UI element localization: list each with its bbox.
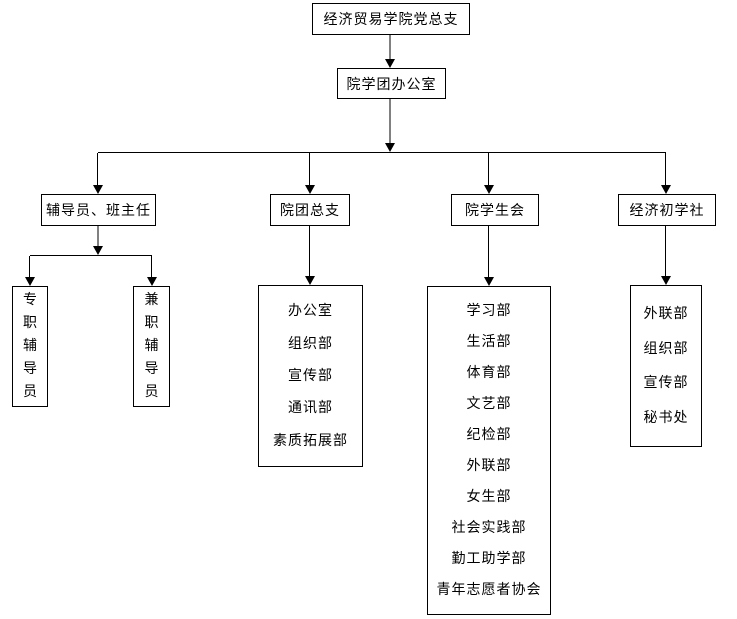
connector-drop-counselor [97, 153, 98, 185]
list-item: 体育部 [466, 365, 512, 381]
leaf-box-fulltime-counselor: 专职辅导员 [12, 286, 48, 407]
connector-counselor-rail [30, 255, 152, 256]
list-item: 生活部 [466, 334, 512, 350]
league-department-list: 办公室 组织部 宣传部 通讯部 素质拓展部 [258, 285, 363, 467]
list-item: 宣传部 [288, 367, 333, 384]
connector-union-list [488, 226, 489, 277]
connector-root-office-line [389, 35, 391, 59]
union-department-list: 学习部 生活部 体育部 文艺部 纪检部 外联部 女生部 社会实践部 勤工助学部 … [427, 286, 551, 615]
root-box: 经济贸易学院党总支 [312, 3, 470, 35]
branch-box-counselor: 辅导员、班主任 [41, 194, 156, 226]
connector-drop-fulltime [29, 256, 30, 277]
list-item: 通讯部 [288, 400, 333, 417]
arrow-down-icon [25, 277, 35, 286]
list-item: 宣传部 [643, 375, 689, 392]
connector-drop-union [488, 153, 489, 185]
list-item: 学习部 [466, 303, 512, 319]
connector-office-trunk-line [389, 99, 391, 143]
branch-box-league: 院团总支 [270, 194, 350, 226]
arrow-down-icon [661, 276, 671, 285]
arrow-down-icon [93, 246, 103, 255]
list-item: 女生部 [466, 489, 512, 505]
arrow-down-icon [484, 185, 494, 194]
connector-league-list [309, 226, 310, 276]
leaf-label: 兼职辅导员 [144, 292, 159, 400]
leaf-label: 专职辅导员 [23, 292, 37, 400]
connector-drop-parttime [151, 256, 152, 277]
list-item: 素质拓展部 [273, 432, 348, 449]
arrow-down-icon [484, 277, 494, 286]
office-box: 院学团办公室 [337, 68, 446, 99]
branch-box-union: 院学生会 [451, 194, 539, 226]
list-item: 文艺部 [466, 396, 512, 412]
society-department-list: 外联部 组织部 宣传部 秘书处 [630, 285, 702, 447]
list-item: 秘书处 [643, 410, 689, 427]
list-item: 青年志愿者协会 [436, 582, 542, 598]
list-item: 组织部 [643, 340, 689, 357]
connector-drop-league [309, 153, 310, 185]
list-item: 外联部 [466, 458, 512, 474]
list-item: 外联部 [643, 305, 689, 322]
list-item: 勤工助学部 [451, 551, 527, 567]
leaf-box-parttime-counselor: 兼职辅导员 [133, 286, 170, 407]
arrow-down-icon [385, 143, 395, 152]
list-item: 纪检部 [466, 427, 512, 443]
arrow-down-icon [147, 277, 157, 286]
arrow-down-icon [661, 185, 671, 194]
arrow-down-icon [385, 59, 395, 68]
arrow-down-icon [305, 185, 315, 194]
connector-main-rail [98, 152, 666, 153]
arrow-down-icon [305, 276, 315, 285]
list-item: 办公室 [288, 303, 333, 320]
connector-society-list [665, 226, 666, 276]
list-item: 组织部 [288, 335, 333, 352]
connector-drop-society [665, 153, 666, 185]
arrow-down-icon [93, 185, 103, 194]
connector-counselor-stem [97, 226, 99, 246]
list-item: 社会实践部 [451, 520, 527, 536]
branch-box-society: 经济初学社 [618, 194, 716, 226]
